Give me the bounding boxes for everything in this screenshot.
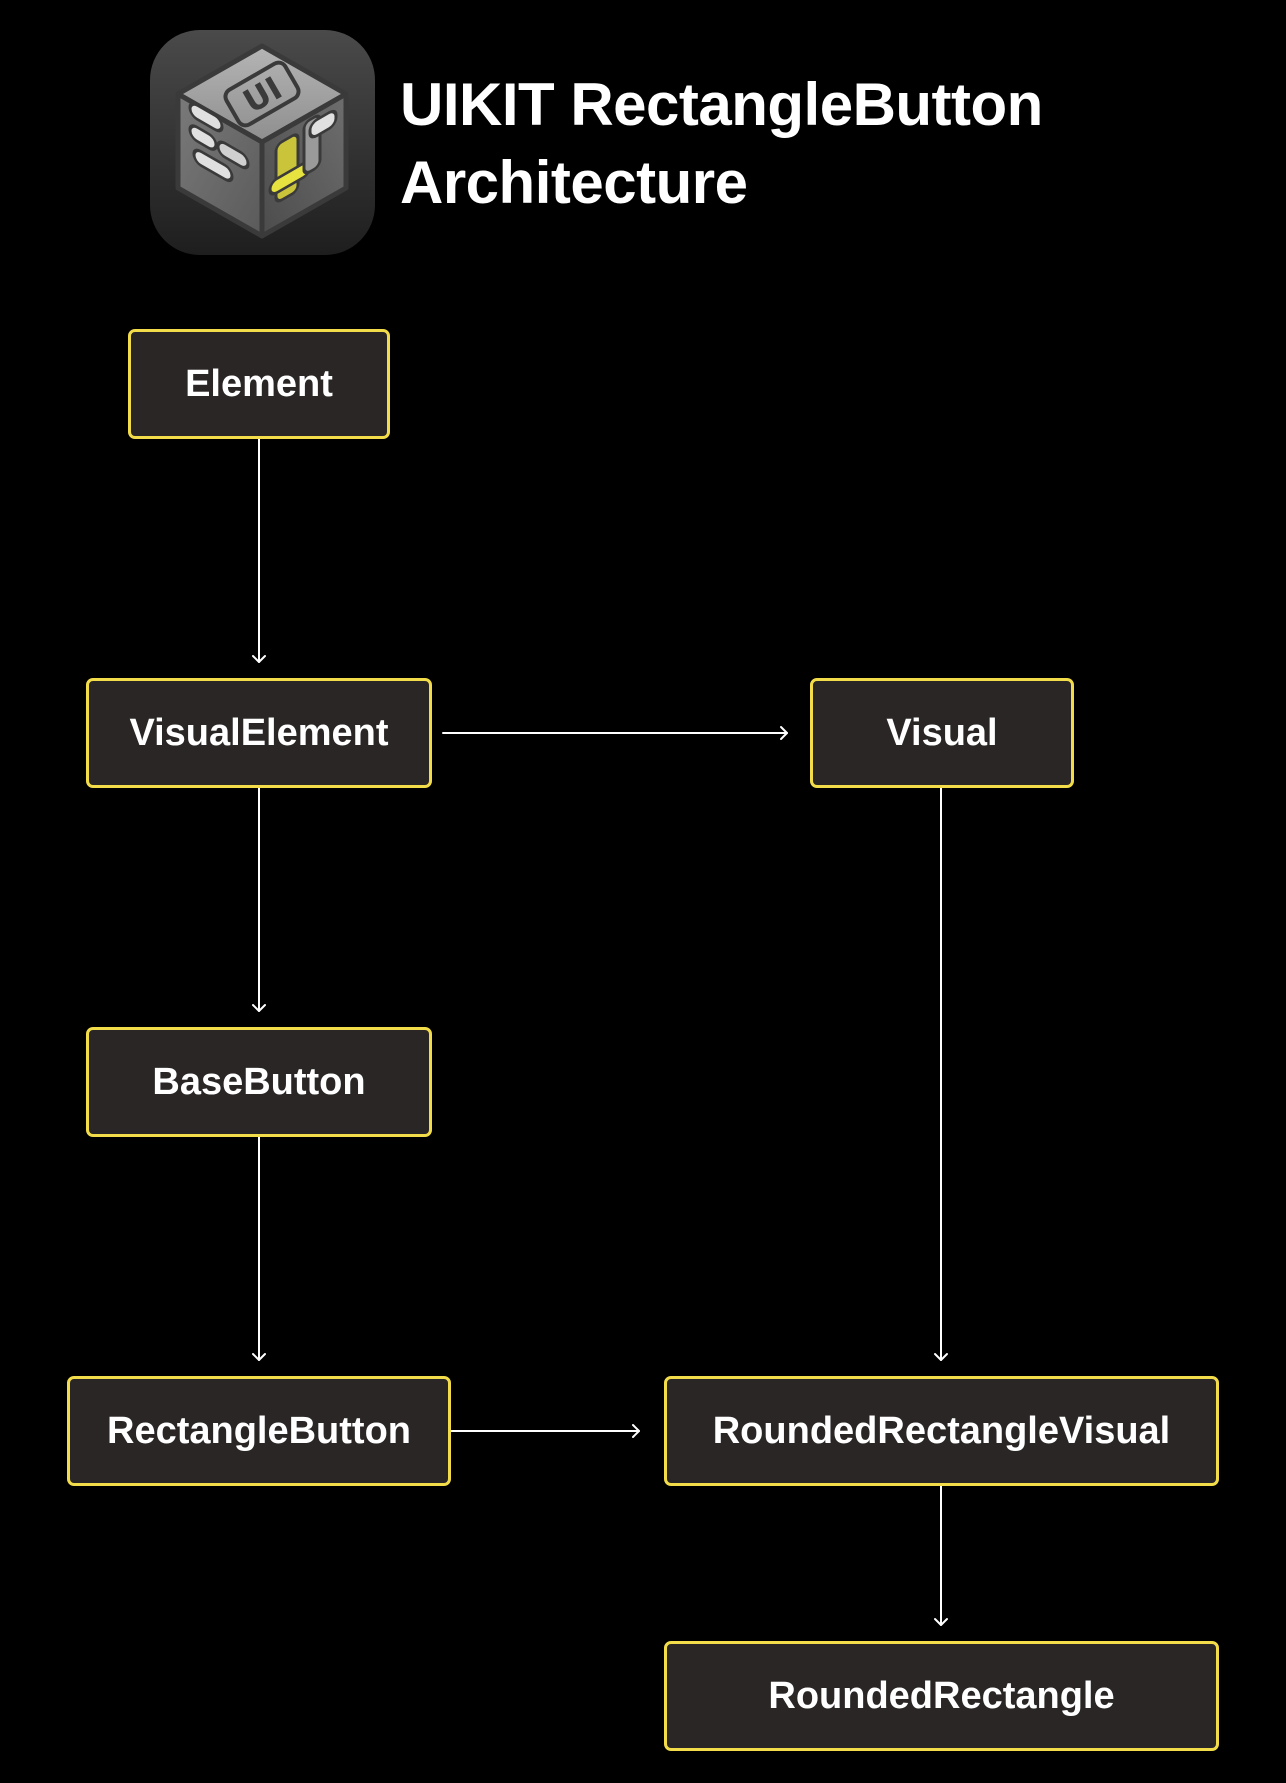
node-base-button: BaseButton (86, 1027, 432, 1137)
node-visual-element: VisualElement (86, 678, 432, 788)
title-line-2: Architecture (400, 149, 748, 216)
node-rectangle-button: RectangleButton (67, 1376, 451, 1486)
edge-roundedrectanglevisual-to-roundedrectangle (934, 1485, 948, 1626)
node-visual: Visual (810, 678, 1074, 788)
edge-visualelement-to-visual (442, 726, 788, 740)
node-rounded-rectangle-visual: RoundedRectangleVisual (664, 1376, 1219, 1486)
edge-element-to-visualelement (252, 437, 266, 663)
page-title: UIKIT RectangleButton Architecture (400, 66, 1043, 222)
node-rounded-rectangle-label: RoundedRectangle (768, 1674, 1115, 1717)
node-element: Element (128, 329, 390, 439)
node-visual-label: Visual (886, 711, 998, 754)
node-rounded-rectangle-visual-label: RoundedRectangleVisual (712, 1409, 1171, 1452)
title-line-1: UIKIT RectangleButton (400, 71, 1043, 138)
uikit-cube-logo-icon: UI (150, 30, 375, 255)
edge-basebutton-to-rectanglebutton (252, 1135, 266, 1361)
edge-rectanglebutton-to-roundedrectanglevisual (450, 1424, 640, 1438)
node-element-label: Element (185, 362, 333, 405)
edge-visual-to-roundedrectanglevisual (934, 786, 948, 1361)
node-visual-element-label: VisualElement (129, 711, 389, 754)
node-rounded-rectangle: RoundedRectangle (664, 1641, 1219, 1751)
node-base-button-label: BaseButton (152, 1060, 366, 1103)
edge-visualelement-to-basebutton (252, 786, 266, 1012)
node-rectangle-button-label: RectangleButton (107, 1409, 411, 1452)
